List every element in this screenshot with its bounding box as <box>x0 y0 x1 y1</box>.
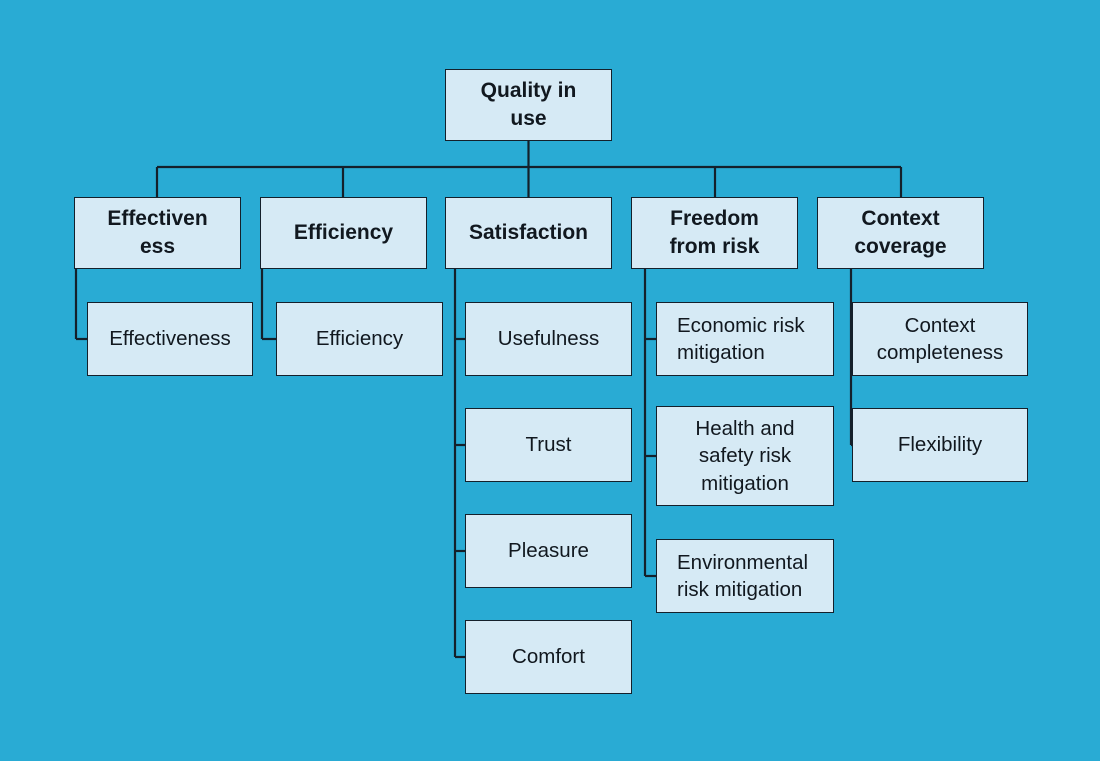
node-label: Pleasure <box>508 539 589 563</box>
node-context-coverage-branch[interactable]: Context coverage <box>817 197 984 269</box>
node-label: Comfort <box>512 645 585 669</box>
node-label: Efficiency <box>315 327 404 351</box>
node-pleasure[interactable]: Pleasure <box>465 514 632 588</box>
node-freedom-from-risk-branch[interactable]: Freedom from risk <box>631 197 798 269</box>
node-environmental-risk-mitigation[interactable]: Environmental risk mitigation <box>656 539 834 613</box>
node-effectiveness-branch[interactable]: Effectiven ess <box>74 197 241 269</box>
node-label: Health and safety risk mitigation <box>695 417 795 495</box>
node-label: Context completeness <box>876 313 1004 364</box>
node-label: Effectiven ess <box>107 207 208 258</box>
node-satisfaction-branch[interactable]: Satisfaction <box>445 197 612 269</box>
node-label: Efficiency <box>293 221 394 245</box>
node-label: Economic risk mitigation <box>677 313 805 364</box>
node-label: Environmental risk mitigation <box>677 550 809 601</box>
node-label: Context coverage <box>854 207 947 258</box>
node-efficiency-leaf[interactable]: Efficiency <box>276 302 443 376</box>
node-label: Freedom from risk <box>669 207 760 258</box>
node-label: Usefulness <box>497 327 600 351</box>
node-context-completeness[interactable]: Context completeness <box>852 302 1028 376</box>
node-label: Flexibility <box>897 433 983 457</box>
node-label: Satisfaction <box>468 221 589 245</box>
node-efficiency-branch[interactable]: Efficiency <box>260 197 427 269</box>
node-comfort[interactable]: Comfort <box>465 620 632 694</box>
node-label: Effectiveness <box>109 327 231 351</box>
node-economic-risk-mitigation[interactable]: Economic risk mitigation <box>656 302 834 376</box>
node-trust[interactable]: Trust <box>465 408 632 482</box>
node-label: Trust <box>525 433 572 457</box>
node-label: Quality in use <box>480 79 577 130</box>
node-quality-in-use[interactable]: Quality in use <box>445 69 612 141</box>
node-usefulness[interactable]: Usefulness <box>465 302 632 376</box>
node-effectiveness-leaf[interactable]: Effectiveness <box>87 302 253 376</box>
node-health-and-safety-risk-mitigation[interactable]: Health and safety risk mitigation <box>656 406 834 506</box>
node-flexibility[interactable]: Flexibility <box>852 408 1028 482</box>
